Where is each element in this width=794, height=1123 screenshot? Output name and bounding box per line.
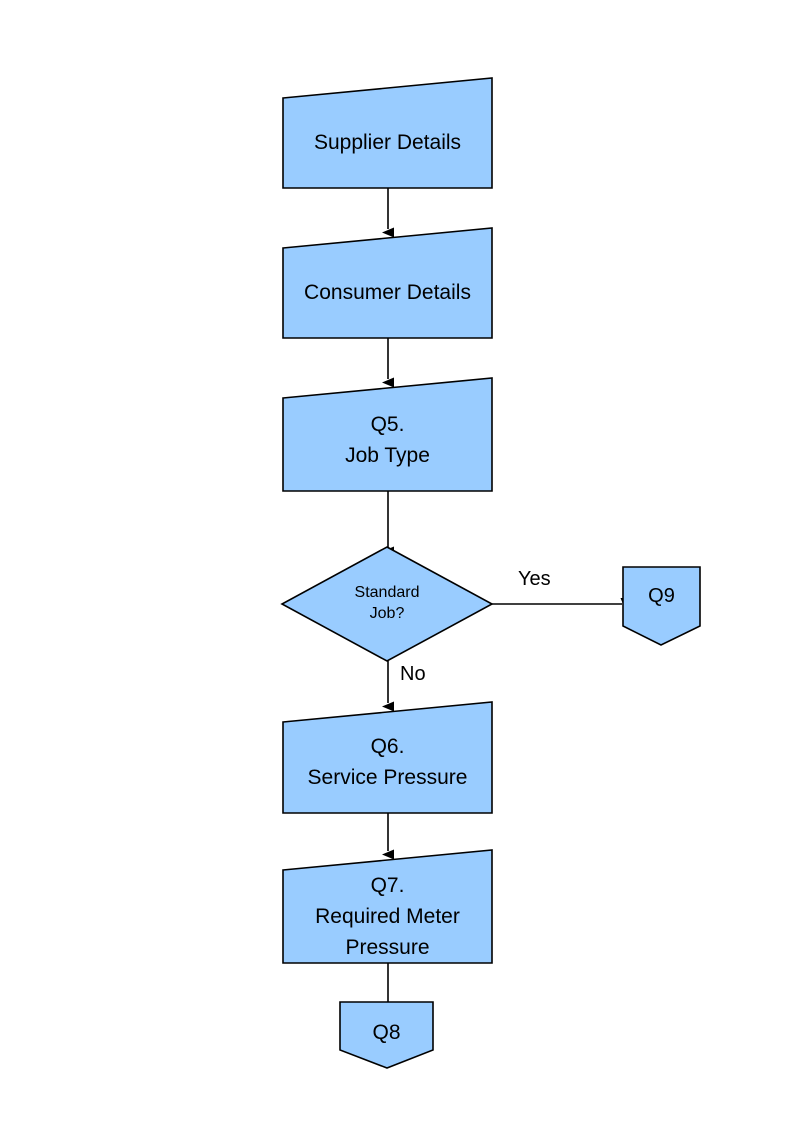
- node-shape-supplier-details[interactable]: [282, 77, 493, 189]
- node-shape-q9-connector[interactable]: [622, 566, 701, 646]
- edge-label-no: No: [400, 663, 426, 685]
- edge-label-yes: Yes: [518, 568, 551, 590]
- node-shape-q7-required-meter-pressure[interactable]: [282, 849, 493, 964]
- node-shape-q5-job-type[interactable]: [282, 377, 493, 492]
- node-shape-q6-service-pressure[interactable]: [282, 701, 493, 814]
- node-shape-standard-job-decision[interactable]: [280, 546, 494, 662]
- node-shape-consumer-details[interactable]: [282, 227, 493, 339]
- node-shape-q8-connector[interactable]: [339, 1001, 434, 1069]
